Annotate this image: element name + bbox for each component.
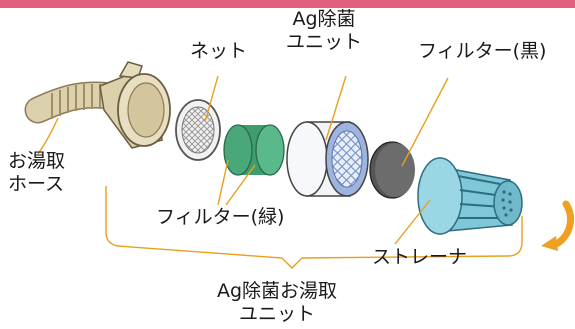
label-hose: お湯取 ホース [8, 150, 65, 196]
net-mesh [175, 99, 221, 161]
curved-rotation-arrow-icon [541, 200, 574, 251]
label-ag-hot-water-unit-line2: ユニット [238, 303, 315, 325]
label-ag-hot-water-unit-line1: Ag除菌お湯取 [216, 280, 338, 302]
ag-sterilization-unit [286, 121, 369, 197]
label-ag-unit-line2: ユニット [286, 31, 363, 53]
label-strainer: ストレーナ [372, 246, 468, 268]
hot-water-hose [24, 61, 171, 149]
label-hose-line2: ホース [8, 173, 65, 195]
leader-lines [37, 75, 523, 269]
label-filter-black: フィルター(黒) [418, 40, 547, 62]
filter-green [223, 124, 285, 176]
filter-black [369, 141, 415, 199]
label-ag-unit: Ag除菌 ユニット [286, 8, 362, 54]
label-filter-green: フィルター(緑) [156, 206, 285, 228]
label-ag-hot-water-unit: Ag除菌お湯取 ユニット [192, 280, 362, 326]
top-accent-band [0, 0, 575, 8]
strainer [417, 157, 523, 235]
label-net: ネット [190, 40, 248, 62]
label-hose-line1: お湯取 [8, 150, 66, 172]
label-ag-unit-line1: Ag除菌 [292, 8, 356, 30]
